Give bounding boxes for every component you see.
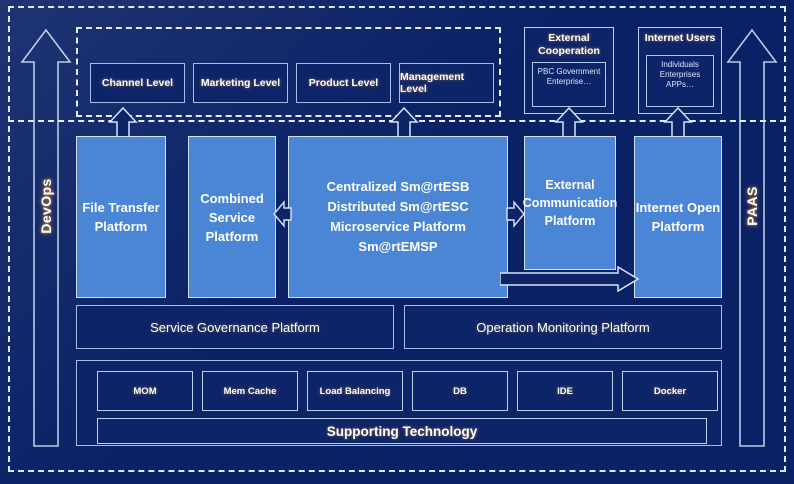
paas-arrow: PAAS <box>726 18 778 458</box>
internet-users-box[interactable]: Internet Users Individuals Enterprises A… <box>638 27 722 114</box>
external-cooperation-title-line1: External <box>548 32 590 44</box>
internet-users-title: Internet Users <box>644 32 716 44</box>
tech-box-mem-cache[interactable]: Mem Cache <box>202 371 298 411</box>
core-platform-line-1: Centralized Sm@rtESB <box>326 179 470 194</box>
file-transfer-platform[interactable]: File Transfer Platform <box>76 136 166 298</box>
core-platform-line-3: Microservice Platform Sm@rtEMSP <box>330 219 466 254</box>
service-governance-platform[interactable]: Service Governance Platform <box>76 305 394 349</box>
devops-arrow: DevOps <box>20 18 72 458</box>
connector-arrow-right-external-comm <box>506 198 526 235</box>
tech-box-ide[interactable]: IDE <box>517 371 613 411</box>
consumer-level-group <box>76 27 501 117</box>
internet-users-detail: Individuals Enterprises APPs… <box>646 55 714 107</box>
external-cooperation-title-line2: Cooperation <box>538 45 600 57</box>
level-box-channel[interactable]: Channel Level <box>90 63 185 103</box>
outer-dashed-border <box>8 6 786 472</box>
external-cooperation-detail: PBC Government Enterprise… <box>532 62 606 107</box>
tech-box-load-balancing[interactable]: Load Balancing <box>307 371 403 411</box>
level-box-product[interactable]: Product Level <box>296 63 391 103</box>
level-box-marketing[interactable]: Marketing Level <box>193 63 288 103</box>
connector-arrow-core-to-open-platform <box>499 265 640 299</box>
combined-service-platform[interactable]: Combined Service Platform <box>188 136 276 298</box>
supporting-technology-frame: MOM Mem Cache Load Balancing DB IDE Dock… <box>76 360 722 446</box>
external-communication-platform[interactable]: External Communication Platform <box>523 136 617 270</box>
core-service-platform[interactable]: Centralized Sm@rtESB Distributed Sm@rtES… <box>288 136 508 298</box>
level-box-management[interactable]: Management Level <box>399 63 494 103</box>
paas-label: PAAS <box>744 186 760 226</box>
external-cooperation-title: External Cooperation <box>525 32 613 58</box>
devops-label: DevOps <box>38 178 54 234</box>
core-platform-line-2: Distributed Sm@rtESC <box>327 199 469 214</box>
internet-open-platform[interactable]: Internet Open Platform <box>634 136 722 298</box>
supporting-technology-bar: Supporting Technology <box>97 418 707 444</box>
connector-arrow-left-combined <box>272 198 292 235</box>
operation-monitoring-platform[interactable]: Operation Monitoring Platform <box>404 305 722 349</box>
tech-box-db[interactable]: DB <box>412 371 508 411</box>
tech-box-mom[interactable]: MOM <box>97 371 193 411</box>
tech-box-docker[interactable]: Docker <box>622 371 718 411</box>
external-cooperation-box[interactable]: External Cooperation PBC Government Ente… <box>524 27 614 114</box>
